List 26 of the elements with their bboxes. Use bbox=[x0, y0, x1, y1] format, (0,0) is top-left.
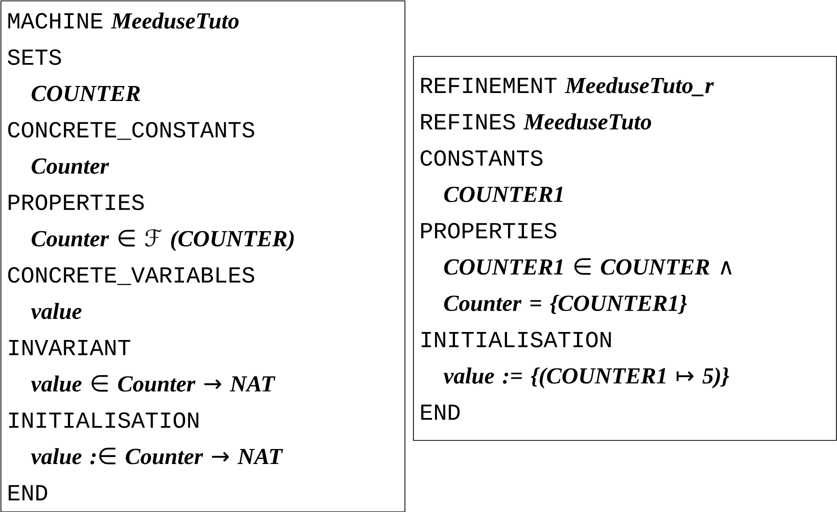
code-line: value ∈ Counter → NAT bbox=[31, 375, 276, 392]
keyword-line: PROPERTIES bbox=[421, 222, 556, 238]
keyword-line: CONCRETE_VARIABLES bbox=[8, 267, 254, 285]
code-line: value :∈ Counter → NAT bbox=[31, 448, 284, 464]
code-line: COUNTER1 bbox=[444, 186, 562, 202]
keyword-line: INITIALISATION bbox=[9, 412, 198, 428]
keyword-line: SETS bbox=[8, 49, 61, 65]
code-line: value bbox=[31, 302, 82, 320]
code-line: COUNTER1 ∈ COUNTER ∧ bbox=[444, 258, 732, 275]
keyword-line: END bbox=[421, 404, 460, 420]
keyword-line: MACHINE MeeduseTuto bbox=[8, 12, 239, 29]
keyword-line: REFINEMENT MeeduseTuto_r bbox=[421, 77, 714, 96]
keyword-line: INITIALISATION bbox=[422, 332, 611, 348]
code-box bbox=[0, 0, 406, 512]
code-line: COUNTER bbox=[32, 86, 140, 102]
code-box bbox=[413, 56, 837, 441]
keyword-line: INVARIANT bbox=[9, 340, 130, 356]
keyword-line: CONCRETE_CONSTANTS bbox=[8, 122, 254, 140]
keyword-line: CONSTANTS bbox=[420, 150, 542, 166]
code-line: Counter = {COUNTER1} bbox=[444, 294, 687, 314]
code-line: Counter ∈ ℱ (COUNTER) bbox=[32, 228, 294, 252]
code-line: value := {(COUNTER1 ↦ 5)} bbox=[444, 367, 730, 388]
keyword-line: PROPERTIES bbox=[8, 194, 144, 210]
code-line: Counter bbox=[32, 158, 110, 174]
keyword-line: END bbox=[8, 485, 48, 500]
keyword-line: REFINES MeeduseTuto bbox=[421, 113, 652, 130]
